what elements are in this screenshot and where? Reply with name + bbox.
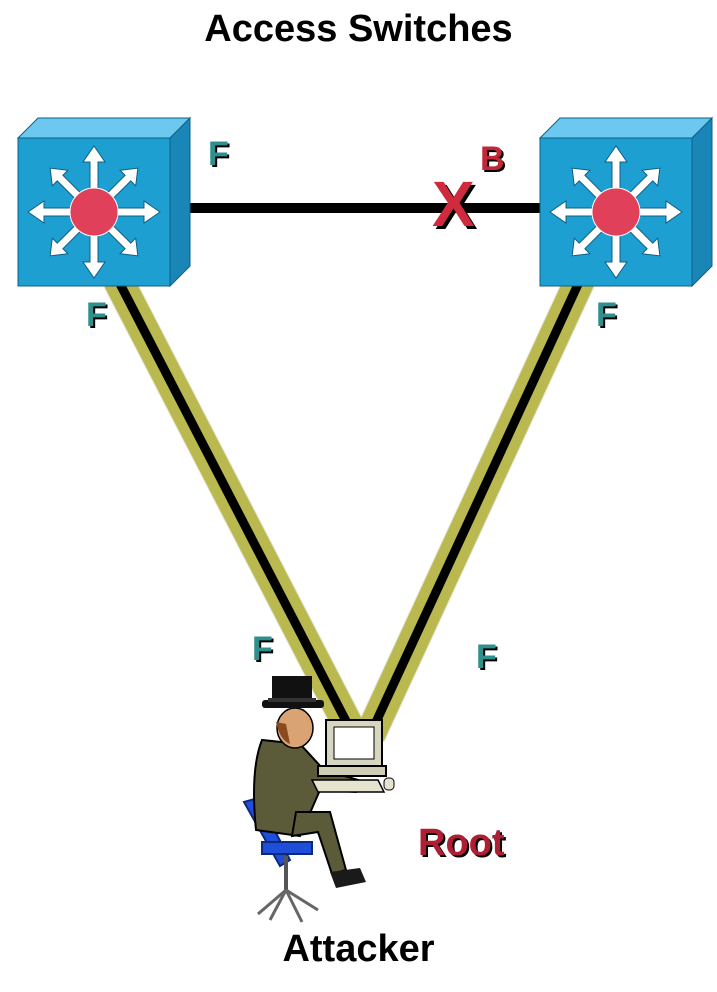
blocked-x-mark: X <box>432 168 475 240</box>
port-label-left-bottom: F <box>86 296 107 334</box>
link-right <box>355 273 595 742</box>
port-label-blocked: B <box>480 140 505 178</box>
port-label-left-switch: F <box>208 135 229 173</box>
switch-icon <box>16 116 192 288</box>
diagram-title: Access Switches <box>204 8 513 50</box>
port-label-attacker-left: F <box>252 630 273 668</box>
attacker-label: Attacker <box>282 928 435 970</box>
link-left <box>103 272 363 733</box>
attacker-icon <box>242 676 395 923</box>
switch-icon <box>538 116 714 288</box>
port-label-attacker-right: F <box>476 638 497 676</box>
port-label-right-bottom: F <box>596 296 617 334</box>
root-label: Root <box>418 822 505 864</box>
